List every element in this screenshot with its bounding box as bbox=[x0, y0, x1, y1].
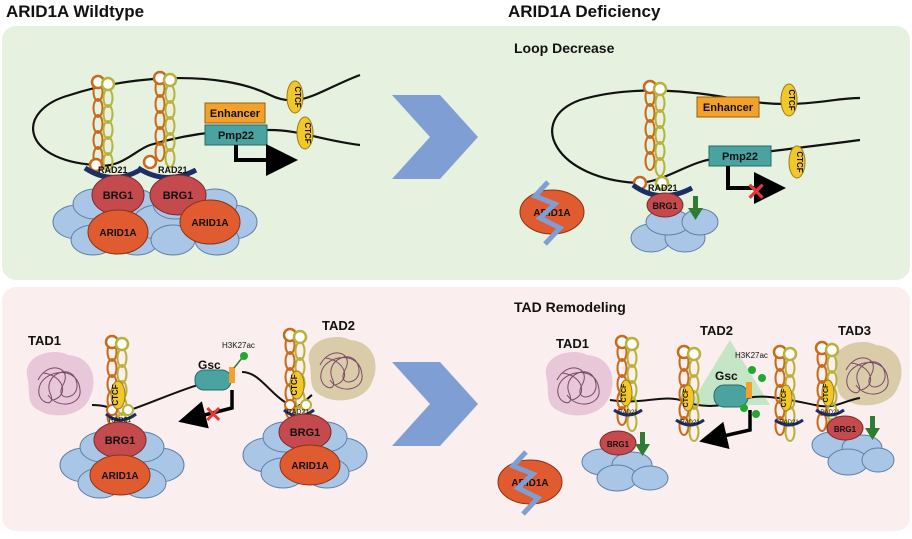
free-arid1a-label-bottom: ARID1A bbox=[511, 478, 548, 489]
brg1-label-2: BRG1 bbox=[163, 190, 194, 202]
tad2-label: TAD2 bbox=[322, 318, 355, 333]
top-left-wildtype: RAD21 RAD21 BRG1 BRG1 ARID1A ARID1A Enha… bbox=[32, 70, 361, 256]
ctcf-bl-1: CTCF bbox=[111, 384, 120, 405]
gsc-label-def: Gsc bbox=[715, 369, 738, 383]
break-zigzag-bottom bbox=[508, 450, 543, 516]
tad1-label: TAD1 bbox=[28, 333, 61, 348]
pmp22-label: Pmp22 bbox=[218, 130, 254, 142]
ctcf-br-2: CTCF bbox=[683, 388, 690, 407]
transition-chevron-bottom bbox=[392, 362, 478, 446]
decrease-arrow bbox=[688, 208, 703, 220]
ctcf-br-3: CTCF bbox=[781, 388, 788, 407]
break-zigzag-top bbox=[530, 180, 565, 246]
h3k27ac-label: H3K27ac bbox=[222, 341, 255, 350]
rad21-bl-1: RAD21 bbox=[109, 417, 132, 424]
blocked-x-top: ✕ bbox=[746, 179, 766, 206]
blocked-x-bottom: ✕ bbox=[204, 402, 222, 427]
rad21-label-def: RAD21 bbox=[648, 183, 678, 193]
brg1-bl-1: BRG1 bbox=[105, 435, 136, 447]
rad21-label-1: RAD21 bbox=[98, 165, 128, 175]
rad21-label-2: RAD21 bbox=[158, 165, 188, 175]
rad21-br-3: RAD21 bbox=[779, 420, 799, 426]
rad21-bl-2: RAD21 bbox=[287, 409, 310, 416]
brg1-br-1: BRG1 bbox=[607, 440, 630, 449]
enhancer-label-def: Enhancer bbox=[703, 102, 754, 114]
ctcf-br-1: CTCF bbox=[621, 383, 628, 402]
ctcf-label-2: CTCF bbox=[303, 122, 312, 143]
transition-chevron-top bbox=[392, 95, 478, 179]
active-transcription-arrow bbox=[699, 410, 752, 449]
free-arid1a-label-top: ARID1A bbox=[533, 208, 570, 219]
ctcf-br-4: CTCF bbox=[823, 383, 830, 402]
bottom-right-deficiency: TAD1 TAD2 TAD3 CTCF RAD21 CTCF RAD21 CTC… bbox=[497, 323, 902, 516]
arid1a-label-1: ARID1A bbox=[99, 228, 136, 239]
ctcf-bl-2: CTCF bbox=[290, 374, 299, 395]
brg1-bl-2: BRG1 bbox=[290, 427, 321, 439]
ctcf-label-def-1: CTCF bbox=[787, 89, 796, 110]
ctcf-label-1: CTCF bbox=[293, 86, 302, 107]
gsc-label: Gsc bbox=[198, 358, 221, 372]
pmp22-label-def: Pmp22 bbox=[722, 151, 758, 163]
ctcf-label-def-2: CTCF bbox=[795, 151, 804, 172]
brg1-label-1: BRG1 bbox=[103, 190, 134, 202]
tad-remodeling-title: TAD Remodeling bbox=[514, 299, 626, 315]
header-wildtype: ARID1A Wildtype bbox=[6, 2, 144, 21]
h3k27ac-label-def: H3K27ac bbox=[735, 351, 768, 360]
arid1a-bl-1: ARID1A bbox=[101, 471, 138, 482]
header-deficiency: ARID1A Deficiency bbox=[508, 2, 661, 21]
brg1-br-2: BRG1 bbox=[834, 425, 857, 434]
rad21-br-4: RAD21 bbox=[820, 410, 840, 416]
rad21-br-1: RAD21 bbox=[618, 410, 638, 416]
top-right-deficiency: RAD21 BRG1 Enhancer Pmp22 ✕ CTCF CTCF AR… bbox=[519, 79, 861, 253]
tad2-label-def: TAD2 bbox=[700, 323, 733, 338]
loop-decrease-title: Loop Decrease bbox=[514, 40, 615, 56]
tad1-label-def: TAD1 bbox=[556, 336, 589, 351]
decrease-arrow-br-2 bbox=[865, 428, 880, 440]
tad3-label-def: TAD3 bbox=[838, 323, 871, 338]
bottom-left-wildtype: TAD1 TAD2 CTCF RAD21 BRG1 ARID1A Gsc H3K… bbox=[26, 318, 376, 499]
rad21-br-2: RAD21 bbox=[680, 420, 700, 426]
arid1a-label-2: ARID1A bbox=[191, 218, 228, 229]
arid1a-bl-2: ARID1A bbox=[291, 461, 328, 472]
decrease-arrow-br-1 bbox=[635, 444, 650, 456]
enhancer-label: Enhancer bbox=[210, 108, 261, 120]
brg1-label-def: BRG1 bbox=[652, 201, 677, 211]
